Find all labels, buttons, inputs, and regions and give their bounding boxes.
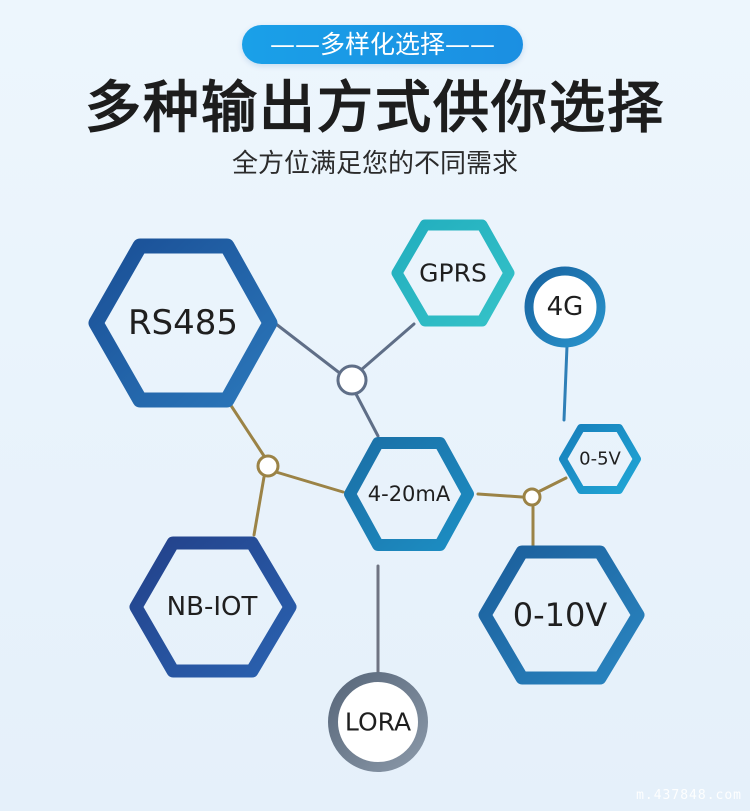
nb-iot-label: NB-IOT [167,592,258,622]
connector-4g-0-5v [562,344,569,422]
0-5v-label: 0-5V [579,449,621,470]
0-10v-label: 0-10V [513,596,608,634]
gprs-hexagon [391,219,515,327]
4g-node: 4G [524,266,606,348]
connector-lines [228,322,569,675]
nb-iot-node: NB-IOT [129,536,297,678]
page-title: 多种输出方式供你选择 [85,76,665,141]
connector-rs485-junction [274,322,352,383]
4-20ma-hexagon [344,437,474,551]
connector-rs485-junction-left [228,402,268,461]
lora-label: LORA [345,708,411,737]
connector-junction-4-20ma [354,392,380,438]
connector-4-20ma-junction-right [476,492,524,499]
gprs-node: GPRS [391,219,515,327]
rs485-label: RS485 [128,303,238,343]
page-subtitle: 全方位满足您的不同需求 [231,149,518,179]
0-10v-hexagon [478,545,645,685]
connector-gprs-junction [359,322,416,372]
connector-junction-4-20ma-left [274,470,345,494]
rs485-node: RS485 [88,238,278,408]
watermark-text: m.437848.com [636,788,742,803]
section-pill-label: ——多样化选择—— [242,25,523,64]
junction-node-left [256,454,280,478]
connector-junction-0-5v [538,476,568,493]
junction-node-right [522,487,542,507]
4-20ma-node: 4-20mA [344,437,474,551]
nb-iot-hexagon [129,536,297,678]
connector-junction-nbiot [252,475,266,537]
lora-node: LORA [328,672,428,772]
4-20ma-label: 4-20mA [368,482,451,506]
0-5v-node: 0-5V [559,424,641,494]
lora-circle [328,672,428,772]
0-10v-node: 0-10V [478,545,645,685]
4g-label: 4G [547,292,584,322]
junction-node-top [336,364,368,396]
rs485-hexagon [88,238,278,408]
gprs-label: GPRS [419,259,487,288]
0-5v-hexagon [559,424,641,494]
4g-circle [524,266,606,348]
